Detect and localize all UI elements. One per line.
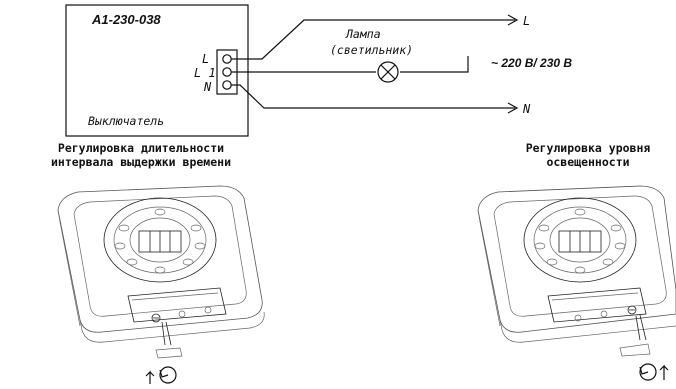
- output-l-label: L: [523, 14, 530, 28]
- switch-box: A1-230-038 Выключатель L L 1 N: [65, 4, 249, 137]
- caption-left-line2: интервала выдержки времени: [51, 155, 231, 169]
- terminal-screw-n: [222, 80, 232, 90]
- terminal-label-n: N: [203, 80, 212, 94]
- model-number: A1-230-038: [91, 12, 161, 27]
- terminal-label-l: L: [202, 52, 209, 66]
- terminal-label-l1: L 1: [194, 66, 216, 80]
- lamp-symbol-icon: [377, 61, 399, 83]
- wires: [231, 14, 519, 114]
- terminal-screw-l: [222, 54, 232, 64]
- terminal-screw-l1: [222, 67, 232, 77]
- output-n-label: N: [522, 102, 531, 116]
- rotate-arrow-icon: [639, 363, 669, 381]
- caption-left-line1: Регулировка длительности: [58, 141, 224, 155]
- switch-label: Выключатель: [88, 114, 164, 128]
- sensor-device-left: [57, 185, 265, 359]
- caption-right-line1: Регулировка уровня: [526, 141, 651, 155]
- lamp-sublabel: (светильник): [330, 43, 413, 57]
- lamp-label: Лампа: [345, 27, 381, 41]
- voltage-label: ~ 220 В/ 230 В: [491, 56, 572, 70]
- sensor-device-right: [477, 185, 676, 357]
- rotate-arrow-icon: [145, 366, 177, 384]
- caption-right-line2: освещенности: [546, 155, 629, 169]
